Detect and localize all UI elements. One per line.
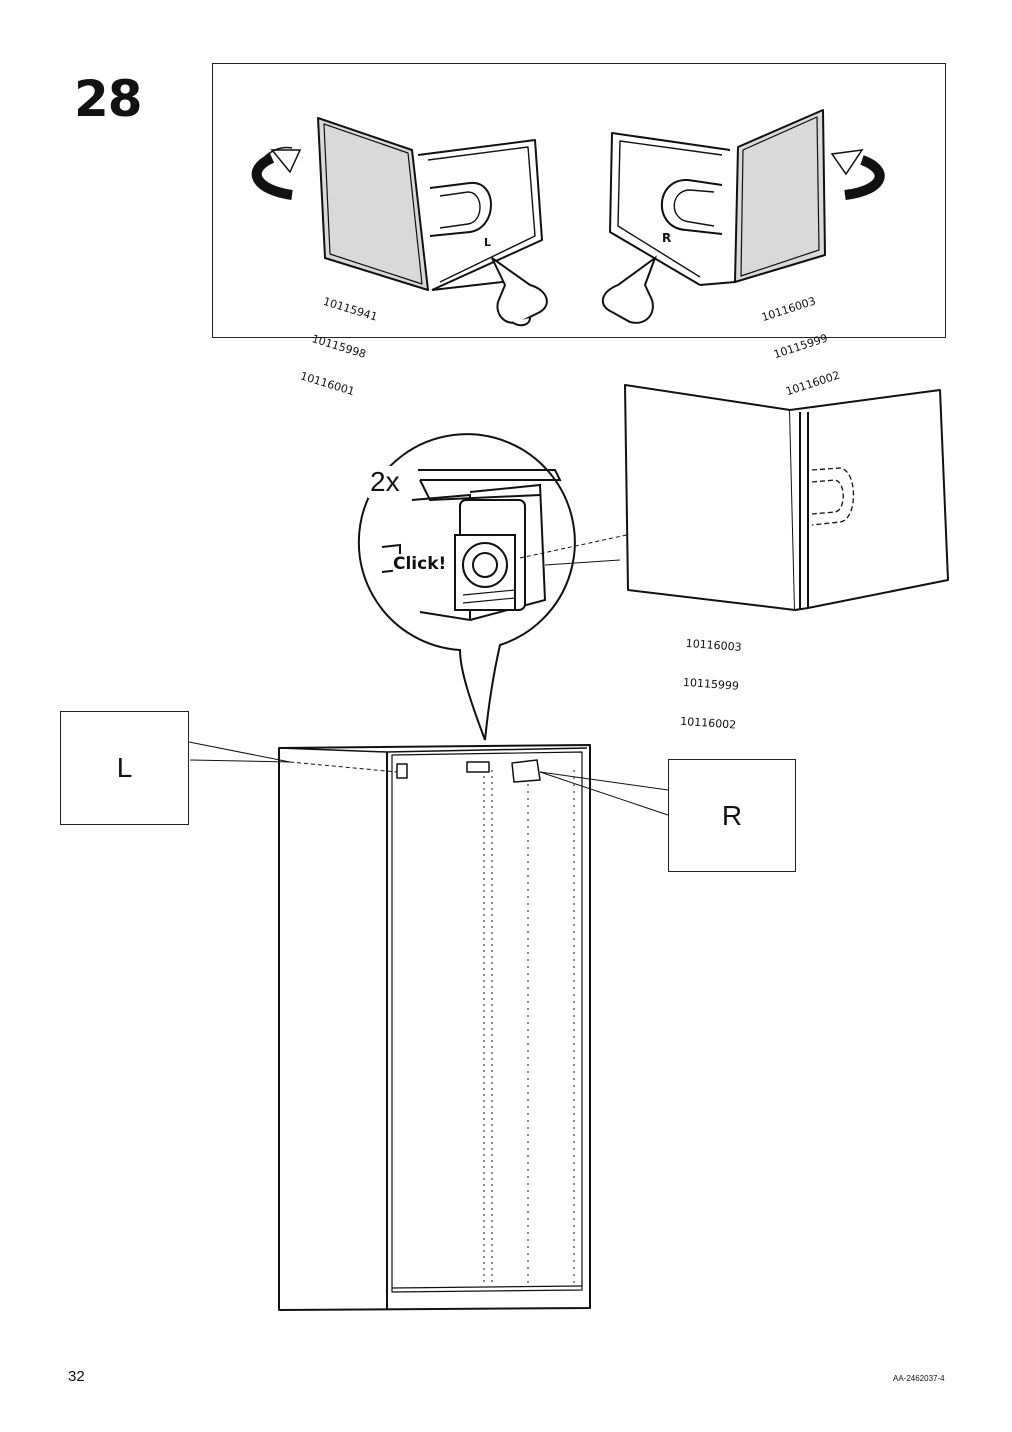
page-number: 32	[68, 1368, 85, 1385]
pointing-hand-icon	[491, 257, 548, 327]
rotate-arrow-right-icon	[830, 149, 885, 200]
code-line: 10116003	[760, 294, 818, 325]
left-hinge-drawing	[317, 117, 543, 291]
left-side-mark: L	[484, 236, 492, 249]
pointing-hand-icon	[602, 255, 658, 324]
document-code: AA-2462037-4	[893, 1374, 945, 1383]
lower-hinge-codes: 10116003 10115999 10116002	[679, 611, 744, 745]
rotate-arrow-left-icon	[251, 146, 302, 200]
code-line: 10115999	[772, 331, 830, 362]
code-line: 10116003	[685, 636, 743, 654]
hinge-large-drawing	[624, 384, 949, 611]
code-line: 10115998	[310, 332, 368, 361]
cabinet-frame	[278, 744, 591, 1311]
right-hinge-drawing	[609, 109, 826, 286]
click-label: Click!	[393, 554, 447, 574]
code-line: 10116002	[784, 368, 842, 399]
hinge-orientation-panel	[212, 63, 946, 338]
code-line: 10115941	[321, 294, 379, 324]
quantity-label: 2x	[368, 466, 402, 498]
code-line: 10116001	[298, 369, 357, 399]
detail-contents	[381, 469, 621, 622]
callout-right: R	[668, 759, 796, 872]
step-number: 28	[74, 70, 143, 128]
code-line: 10115999	[682, 675, 740, 693]
code-line: 10116002	[679, 714, 737, 732]
right-side-mark: R	[662, 231, 672, 245]
callout-left: L	[60, 711, 189, 825]
